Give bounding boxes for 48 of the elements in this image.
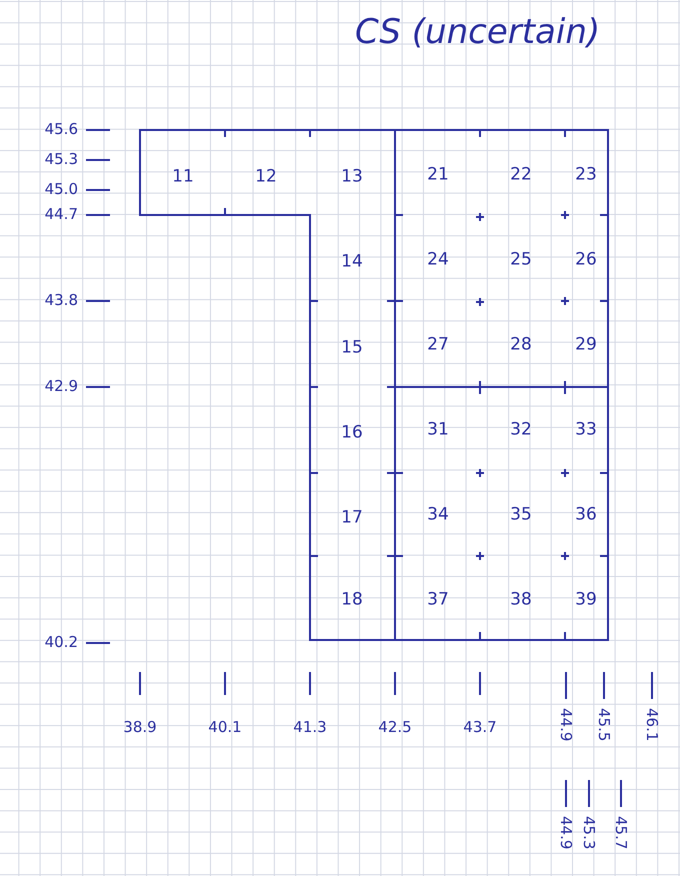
cell-number: 35: [510, 506, 532, 524]
cell-number: 21: [427, 166, 449, 184]
cell-number: 23: [575, 166, 597, 184]
axis-label: 46.1: [644, 708, 659, 742]
axis-label: 38.9: [122, 720, 158, 735]
axis-label: 43.8: [44, 293, 78, 308]
cell-number: 29: [575, 336, 597, 354]
axis-label: 45.3: [581, 816, 596, 850]
cell-number: 32: [510, 422, 532, 438]
cell-number: 18: [341, 592, 363, 608]
map-block: [395, 387, 608, 640]
cell-number: 38: [510, 592, 532, 608]
cell-number: 31: [427, 422, 449, 438]
axis-label: 40.1: [207, 720, 243, 735]
axis-label: 42.5: [377, 720, 413, 735]
cell-number: 24: [427, 252, 449, 268]
axis-label: 45.6: [44, 122, 78, 137]
cell-number: 22: [510, 166, 532, 184]
cell-number: 11: [172, 168, 194, 186]
axis-label: 45.0: [44, 182, 78, 197]
cell-number: 13: [341, 168, 363, 186]
cell-number: 39: [575, 592, 597, 608]
cell-number: 34: [427, 506, 449, 524]
cell-number: 15: [341, 340, 363, 356]
cell-number: 16: [341, 424, 363, 442]
axis-label: 44.7: [44, 207, 78, 222]
axis-label: 42.9: [44, 379, 78, 394]
cell-number: 26: [575, 252, 597, 268]
cell-number: 33: [575, 422, 597, 438]
cell-number: 27: [427, 336, 449, 354]
axis-label: 44.9: [558, 816, 573, 850]
cell-number: 36: [575, 506, 597, 524]
axis-label: 45.3: [44, 152, 78, 167]
cell-number: 17: [341, 510, 363, 526]
axis-label: 41.3: [292, 720, 328, 735]
axis-label: 44.9: [558, 708, 573, 742]
axis-label: 43.7: [462, 720, 498, 735]
map-block: [395, 130, 608, 387]
cell-number: 12: [255, 168, 277, 186]
axis-label: 45.5: [596, 708, 611, 742]
cell-number: 25: [510, 252, 532, 268]
axis-label: 40.2: [44, 635, 78, 650]
cell-number: 28: [510, 336, 532, 354]
cell-number: 37: [427, 592, 449, 608]
title: CS (uncertain): [355, 14, 600, 52]
cell-number: 14: [341, 254, 363, 270]
map-block: [140, 130, 395, 640]
axis-label: 45.7: [613, 816, 628, 850]
